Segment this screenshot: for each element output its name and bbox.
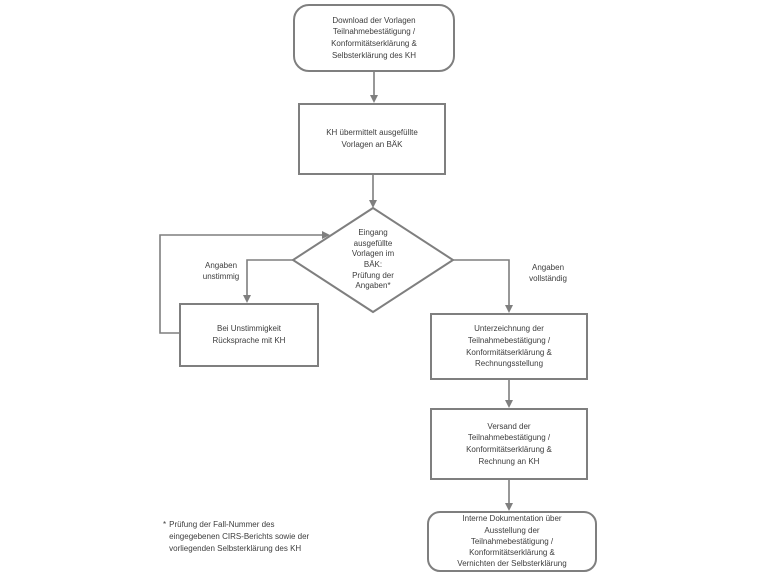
connector-eingang-to-ruecksprache	[246, 259, 293, 295]
flow-node-unterzeichnung: Unterzeichnung der Teilnahmebestätigung …	[430, 313, 588, 380]
flow-node-unterzeichnung-text: Unterzeichnung der Teilnahmebestätigung …	[466, 324, 552, 369]
flow-node-uebermittelt: KH übermittelt ausgefüllte Vorlagen an B…	[298, 103, 446, 175]
arrowhead-to-versand	[505, 400, 513, 408]
flow-node-download-text: Download der Vorlagen Teilnahmebestätigu…	[331, 15, 417, 60]
edge-label-angaben-vollstaendig: Angaben vollständig	[529, 263, 567, 283]
flow-node-versand: Versand der Teilnahmebestätigung / Konfo…	[430, 408, 588, 480]
flow-node-dokumentation-text: Interne Dokumentation über Ausstellung d…	[457, 514, 567, 569]
arrowhead-to-eingang-left	[322, 231, 330, 239]
footnote-text: Prüfung der Fall-Nummer des eingegebenen…	[169, 520, 310, 553]
decision-node-eingang-text: Eingang ausgefüllte Vorlagen im BÄK: Prü…	[351, 228, 395, 291]
footnote: * Prüfung der Fall-Nummer des eingegeben…	[163, 519, 309, 555]
arrowhead-to-uebermittelt	[370, 95, 378, 103]
flow-node-download: Download der Vorlagen Teilnahmebestätigu…	[293, 4, 455, 72]
arrowhead-to-dokumentation	[505, 503, 513, 511]
decision-diamond-shape	[291, 206, 455, 314]
flow-node-ruecksprache-text: Bei Unstimmigkeit Rücksprache mit KH	[212, 324, 286, 345]
arrowhead-to-unterzeichnung	[505, 305, 513, 313]
flow-node-versand-text: Versand der Teilnahmebestätigung / Konfo…	[466, 421, 552, 466]
footnote-asterisk: *	[163, 520, 167, 529]
flow-node-ruecksprache: Bei Unstimmigkeit Rücksprache mit KH	[179, 303, 319, 367]
arrowhead-to-ruecksprache	[243, 295, 251, 303]
flow-node-uebermittelt-text: KH übermittelt ausgefüllte Vorlagen an B…	[326, 128, 418, 149]
flow-node-dokumentation: Interne Dokumentation über Ausstellung d…	[427, 511, 597, 572]
connector-ruecksprache-to-eingang	[159, 234, 322, 334]
arrowhead-to-eingang-top	[369, 200, 377, 208]
connector-eingang-to-unterzeichnung	[453, 259, 510, 305]
edge-label-angaben-unstimmig: Angaben unstimmig	[202, 261, 240, 281]
